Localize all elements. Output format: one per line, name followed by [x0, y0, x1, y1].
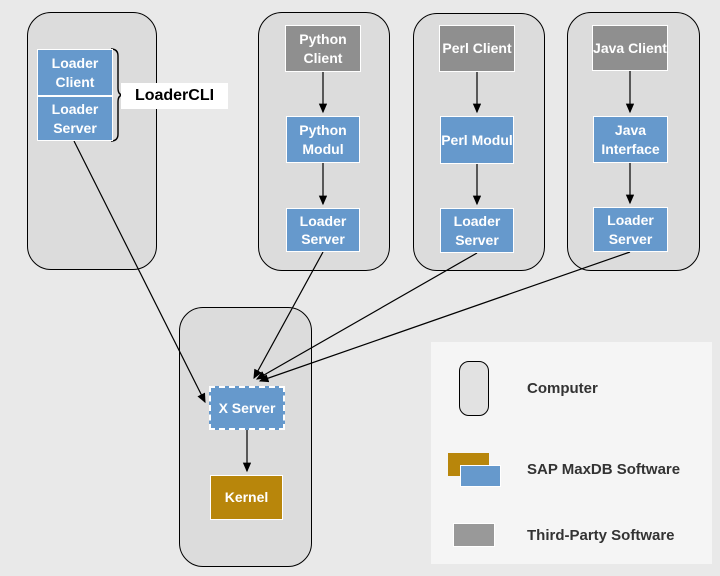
- perl-module-box: Perl Modul: [440, 116, 514, 164]
- loadercli-label: LoaderCLI: [121, 83, 228, 109]
- legend-label-third-party: Third-Party Software: [527, 527, 675, 544]
- perl-loader-server-box: Loader Server: [440, 208, 514, 253]
- python-client-box: Python Client: [285, 25, 361, 72]
- legend-panel: Computer SAP MaxDB Software Third-Party …: [431, 342, 712, 564]
- kernel-box: Kernel: [210, 475, 283, 520]
- legend-label-computer: Computer: [527, 380, 598, 397]
- perl-client-box: Perl Client: [439, 25, 515, 72]
- legend-label-sap-maxdb: SAP MaxDB Software: [527, 461, 681, 478]
- python-loader-server-box: Loader Server: [286, 208, 360, 252]
- third-party-legend-icon: [453, 523, 495, 547]
- sap-software-legend-icon-blue: [460, 465, 501, 487]
- loader-server-box-cli: Loader Server: [37, 96, 113, 141]
- loader-client-box: Loader Client: [37, 49, 113, 96]
- java-loader-server-box: Loader Server: [593, 207, 668, 252]
- java-client-box: Java Client: [592, 25, 668, 71]
- computer-legend-icon: [459, 361, 489, 416]
- java-interface-box: Java Interface: [593, 116, 668, 163]
- computer-database: [179, 307, 312, 567]
- python-module-box: Python Modul: [286, 116, 360, 163]
- x-server-box: X Server: [209, 386, 285, 430]
